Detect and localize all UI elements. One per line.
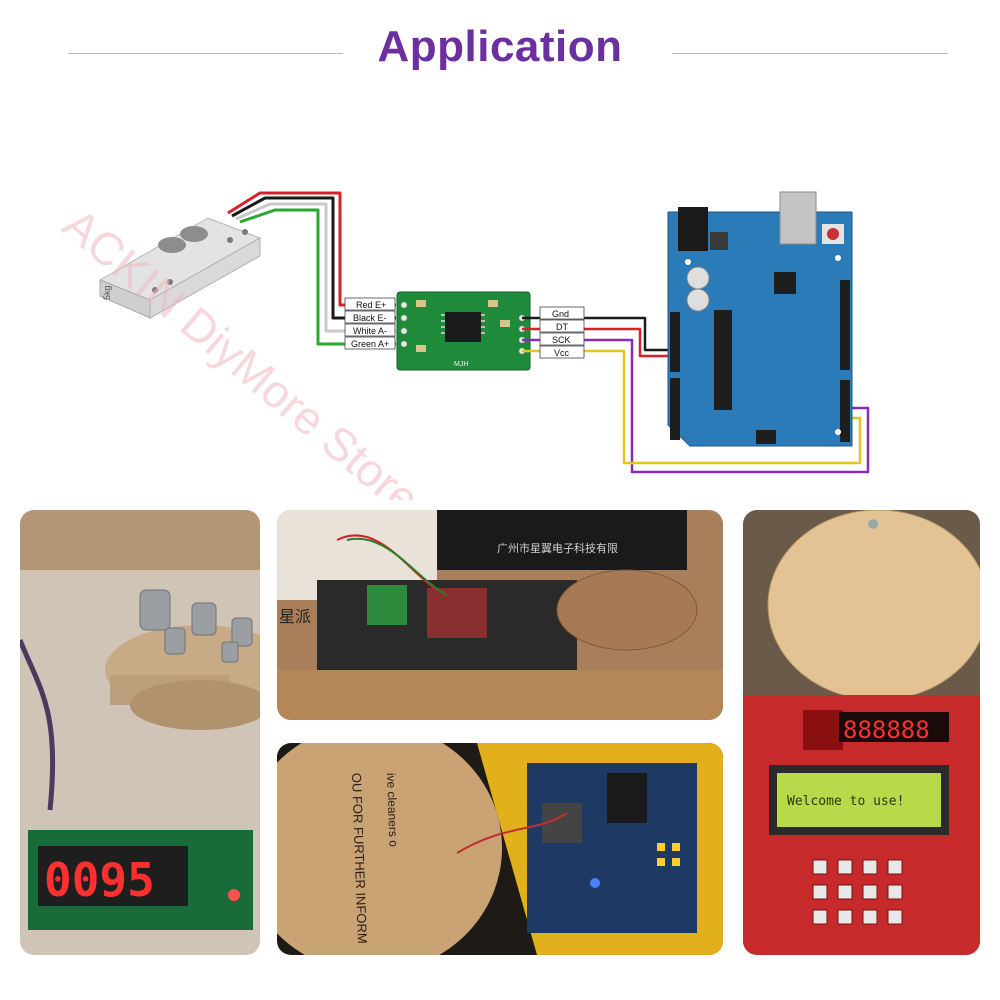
led-digits: 888888 (843, 716, 930, 744)
load-cell-marking: 5kg (102, 285, 112, 300)
photo-pad-yellow-board: OU FOR FURTHER INFORM ive cleaners o (277, 743, 723, 955)
header-rule-right (672, 53, 948, 54)
lcd-text: Welcome to use! (787, 794, 904, 809)
pin-gnd: Gnd (552, 309, 569, 319)
display-digits: 0095 (44, 853, 155, 907)
pin-dt: DT (556, 322, 568, 332)
photo-dev-board: 广州市星翼电子科技有限 星派 (277, 510, 723, 720)
arduino-board (667, 191, 853, 447)
rack-text: 星派 (279, 609, 311, 626)
label-red: Red E+ (356, 300, 386, 310)
pad-text-2: ive cleaners o (384, 773, 401, 848)
pin-vcc: Vcc (554, 348, 570, 358)
load-cell-labels: Red E+ Black E- White A- Green A+ (344, 297, 396, 350)
module-pin-labels: Gnd DT SCK Vcc (539, 306, 585, 359)
pad-text-1: OU FOR FURTHER INFORM (349, 773, 370, 944)
label-white: White A- (353, 326, 387, 336)
hx711-label: MJH (454, 361, 468, 368)
label-green: Green A+ (351, 339, 389, 349)
hx711-board: MJH (396, 291, 531, 371)
header-rule-left (68, 53, 343, 54)
photo-lcd-board: 888888 Welcome to use! (743, 510, 980, 955)
sign-text: 广州市星翼电子科技有限 (497, 541, 618, 555)
wiring-diagram: 5kg Red E+ Black E- White A- Green A+ (54, 191, 870, 500)
page-title: Application (377, 22, 623, 71)
load-cell: 5kg (98, 217, 262, 319)
label-black: Black E- (353, 313, 387, 323)
pin-sck: SCK (552, 335, 571, 345)
photo-weights-scale: 0095 (20, 510, 260, 955)
